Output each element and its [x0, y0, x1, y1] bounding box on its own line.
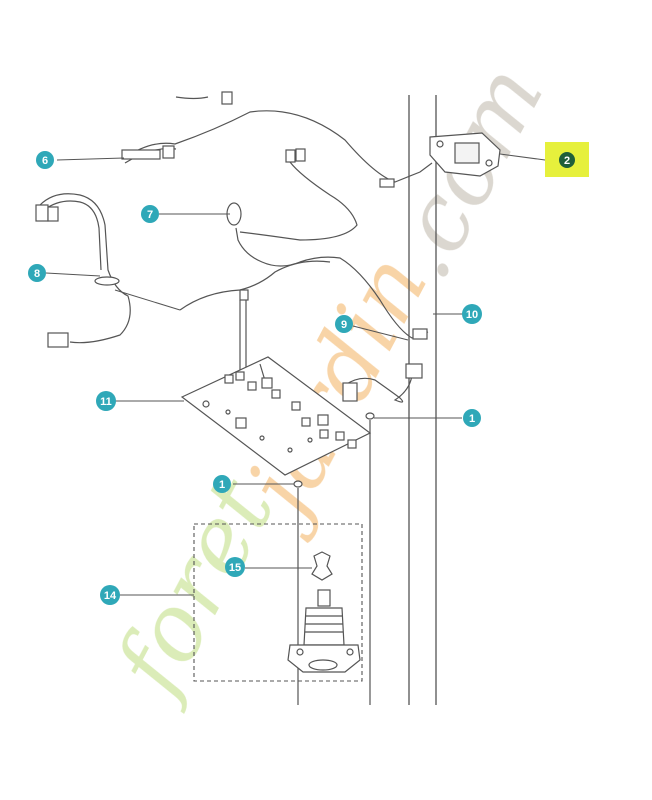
callout-2-label: 2: [564, 155, 570, 167]
callout-7-label: 7: [147, 209, 153, 221]
wire-harness-6: [121, 110, 433, 241]
callout-8-label: 8: [34, 268, 40, 280]
screw-right: [365, 412, 375, 705]
frame-rails: [408, 95, 437, 705]
callout-14-label: 14: [104, 590, 117, 602]
part-2-component: [429, 132, 501, 177]
callout-6: 6: [36, 151, 54, 169]
callout-15: 15: [225, 557, 245, 577]
motor-assembly: [287, 589, 361, 673]
callout-1-right: 1: [463, 409, 481, 427]
callout-14: 14: [100, 585, 120, 605]
callout-7: 7: [141, 205, 159, 223]
callout-1-center: 1: [213, 475, 231, 493]
callout-10-label: 10: [466, 309, 478, 321]
callout-6-label: 6: [42, 155, 48, 167]
callout-9-label: 9: [341, 319, 347, 331]
part-15-knob: [311, 551, 333, 581]
callout-9: 9: [335, 315, 353, 333]
callout-1-center-label: 1: [219, 479, 225, 491]
circuit-board-11: [180, 356, 372, 476]
top-fragments: [175, 91, 233, 105]
leader-lines: [45, 153, 546, 596]
callout-8: 8: [28, 264, 46, 282]
callout-10: 10: [462, 304, 482, 324]
wire-9: [342, 363, 423, 403]
assembly-14-box: [193, 523, 363, 682]
callout-15-label: 15: [229, 562, 241, 574]
callout-2: 2: [545, 142, 589, 177]
callout-11-label: 11: [100, 396, 112, 408]
wire-harness-8: [35, 193, 131, 348]
callout-1-right-label: 1: [469, 413, 475, 425]
callout-11: 11: [96, 391, 116, 411]
